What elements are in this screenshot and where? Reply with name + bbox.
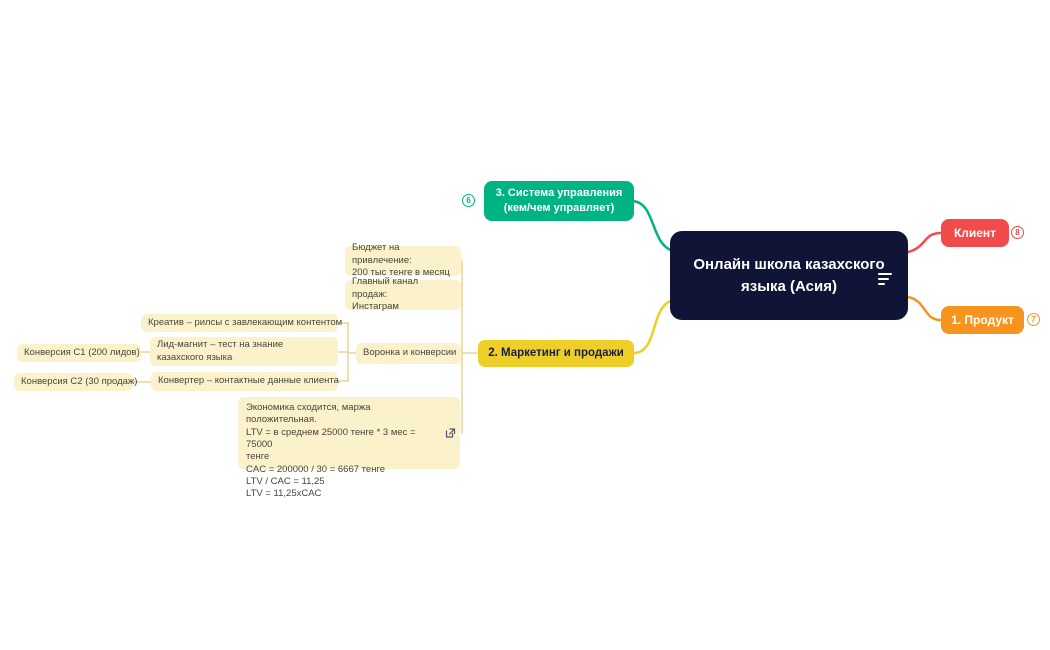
child-node-funnel[interactable]: Воронка и конверсии	[356, 343, 461, 364]
branch-node-management[interactable]: 3. Система управления (кем/чем управляет…	[484, 181, 634, 221]
child-label-funnel: Воронка и конверсии	[363, 347, 457, 359]
child-node-budget[interactable]: Бюджет на привлечение: 200 тыс тенге в м…	[345, 242, 461, 278]
child-label-economics: Экономика сходится, маржа положительная.…	[246, 402, 416, 500]
child-node-channel[interactable]: Главный канал продаж: Инстаграм	[345, 276, 461, 312]
child-node-conversion-c1[interactable]: Конверсия C1 (200 лидов)	[17, 344, 141, 362]
child-node-converter[interactable]: Конвертер – контактные данные клиента	[151, 372, 339, 391]
connector-management	[631, 199, 675, 253]
branch-node-product[interactable]: 1. Продукт	[941, 306, 1024, 334]
child-label-channel: Главный канал продаж: Инстаграм	[352, 276, 419, 313]
child-label-creative: Креатив – рилсы с завлекающим контентом	[148, 316, 343, 328]
branch-label-client: Клиент	[953, 225, 997, 240]
child-label-converter: Конвертер – контактные данные клиента	[158, 375, 339, 387]
connector-product	[906, 295, 943, 322]
external-link-icon[interactable]	[445, 428, 456, 439]
child-label-budget: Бюджет на привлечение: 200 тыс тенге в м…	[352, 242, 450, 279]
child-label-conversion-c1: Конверсия C1 (200 лидов)	[24, 346, 140, 358]
branch-node-client[interactable]: Клиент	[941, 219, 1009, 247]
child-node-economics[interactable]: Экономика сходится, маржа положительная.…	[238, 397, 460, 499]
branch-node-marketing[interactable]: 2. Маркетинг и продажи	[478, 340, 634, 367]
collapsed-count-badge-client[interactable]: 8	[1011, 226, 1024, 239]
child-node-leadmagnet[interactable]: Лид-магнит – тест на знание казахского я…	[150, 337, 338, 366]
child-node-conversion-c2[interactable]: Конверсия C2 (30 продаж)	[14, 373, 137, 391]
connector-client	[906, 231, 943, 254]
branch-label-marketing: 2. Маркетинг и продажи	[488, 346, 624, 359]
notes-icon[interactable]	[878, 270, 894, 285]
root-node[interactable]: Онлайн школа казахского языка (Асия)	[670, 231, 908, 320]
branch-label-management: 3. Система управления (кем/чем управляет…	[495, 187, 623, 214]
root-node-label: Онлайн школа казахского языка (Асия)	[693, 255, 885, 295]
child-label-leadmagnet: Лид-магнит – тест на знание казахского я…	[157, 339, 284, 363]
collapsed-count-badge-product[interactable]: 7	[1027, 313, 1040, 326]
child-label-conversion-c2: Конверсия C2 (30 продаж)	[21, 375, 138, 387]
connector-marketing	[632, 298, 675, 355]
branch-label-product: 1. Продукт	[951, 312, 1014, 327]
collapsed-count-badge-management[interactable]: 6	[462, 194, 475, 207]
child-node-creative[interactable]: Креатив – рилсы с завлекающим контентом	[141, 314, 342, 332]
